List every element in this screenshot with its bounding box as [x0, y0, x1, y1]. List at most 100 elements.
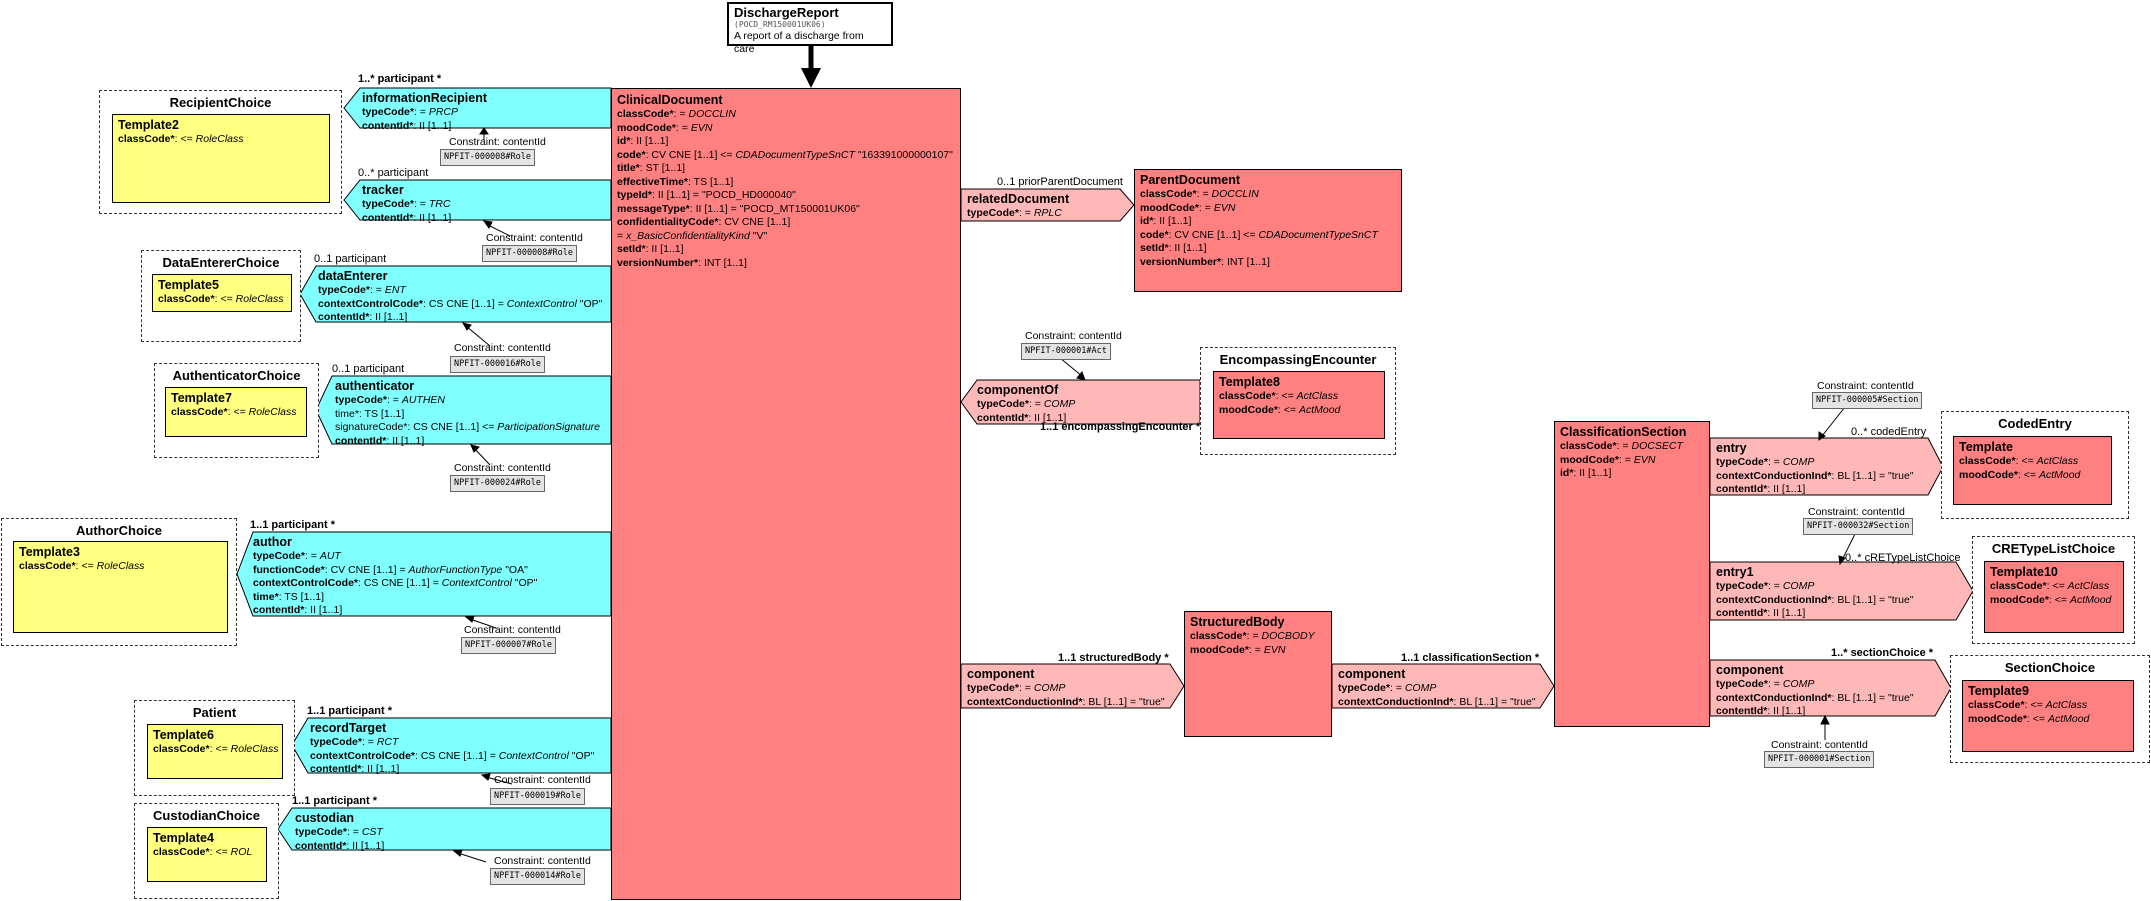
participation-recordTarget-title: recordTarget: [310, 721, 387, 735]
attribute-name: contentId*: [1716, 705, 1768, 717]
constraint-tag-dataEnterer: NPFIT-000016#Role: [450, 356, 545, 373]
attribute-row: classCode*: <= RoleClass: [19, 560, 222, 574]
attribute-row: title*: ST [1..1]: [617, 162, 955, 176]
template5-class: Template5 classCode*: <= RoleClass: [152, 274, 292, 312]
attribute-name: contextControlCode*: [318, 297, 423, 310]
attribute-name: classCode*: [1190, 630, 1247, 642]
attribute-name: typeCode*: [362, 106, 414, 118]
attribute-vocabulary: CDADocumentTypeSnCT: [735, 148, 855, 161]
mult-author: 1..1 participant *: [250, 519, 335, 531]
attribute-name: classCode*: [1959, 455, 2016, 467]
template2-attributes: classCode*: <= RoleClass: [118, 133, 324, 147]
constraint-tag-informationRecipient: NPFIT-000008#Role: [440, 149, 535, 166]
attribute-value: : II [1..1]: [1767, 607, 1806, 619]
attribute-value: : CV CNE [1..1] <=: [1168, 228, 1259, 241]
choice-recipient: RecipientChoice Template2 classCode*: <=…: [99, 90, 342, 214]
entry-point-description: A report of a discharge from care: [734, 30, 864, 55]
attribute-name: contentId*: [977, 411, 1029, 424]
attribute-value: : CV CNE [1..1]: [718, 216, 791, 228]
attribute-vocabulary: CST: [361, 826, 383, 838]
template5-attributes: classCode*: <= RoleClass: [158, 293, 286, 307]
attribute-row: contextControlCode*: CS CNE [1..1] = Con…: [253, 577, 537, 591]
attribute-name: moodCode*: [1959, 468, 2018, 481]
attribute-value: : BL [1..1] = "true": [1831, 593, 1914, 606]
mult-componentOf: 1..1 encompassingEncounter *: [1040, 421, 1201, 433]
attribute-name: confidentialityCode*: [617, 216, 719, 228]
template3-attributes: classCode*: <= RoleClass: [19, 560, 222, 574]
attribute-name: contentId*: [253, 604, 305, 616]
attribute-value: : =: [1018, 682, 1034, 694]
participation-authenticator-title: authenticator: [335, 379, 415, 393]
attribute-name: typeCode*: [362, 198, 414, 210]
attribute-row: moodCode*: = EVN: [1190, 644, 1326, 658]
attribute-name: contentId*: [295, 839, 347, 852]
attribute-row: classCode*: <= ActClass: [1990, 580, 2118, 594]
attribute-fixed-value: "OP": [568, 749, 595, 762]
attribute-name: moodCode*: [1560, 453, 1619, 466]
attribute-row: typeCode*: = RCT: [310, 736, 594, 750]
constraint-label-componentOf: Constraint: contentId: [1025, 330, 1122, 342]
attribute-name: classCode*: [118, 133, 175, 145]
mult-component-section: 1..1 classificationSection *: [1401, 652, 1540, 664]
template3-class: Template3 classCode*: <= RoleClass: [13, 541, 228, 633]
attribute-vocabulary: COMP: [1782, 580, 1815, 592]
attribute-vocabulary: EVN: [1263, 643, 1286, 656]
attribute-vocabulary: ENT: [384, 284, 406, 296]
template6-class: Template6 classCode*: <= RoleClass: [147, 724, 283, 779]
attribute-row: typeCode*: = COMP: [1716, 678, 1914, 692]
mult-relatedDocument: 0..1 priorParentDocument: [997, 176, 1123, 188]
choice-encompassingEncounter-title: EncompassingEncounter: [1219, 352, 1377, 367]
attribute-vocabulary: RoleClass: [248, 406, 297, 418]
attribute-name: classCode*: [19, 560, 76, 572]
attribute-row: = x_BasicConfidentialityKind "V": [617, 230, 955, 244]
constraint-label-informationRecipient: Constraint: contentId: [449, 136, 546, 148]
constraint-label-authenticator: Constraint: contentId: [454, 462, 551, 474]
template9-title: Template9: [1968, 684, 2029, 698]
attribute-vocabulary: ParticipationSignature: [497, 421, 600, 433]
attribute-row: contentId*: II [1..1]: [1716, 483, 1914, 497]
attribute-value: : TS [1..1]: [278, 590, 325, 603]
actrelationship-component-section-title: component: [1338, 667, 1406, 681]
attribute-value: : II [1..1]: [346, 839, 385, 852]
attribute-value: : <=: [209, 846, 231, 858]
parent-document-title: ParentDocument: [1140, 173, 1241, 187]
attribute-name: versionNumber*: [617, 256, 699, 269]
attribute-value: : =: [361, 736, 377, 748]
attribute-row: contextControlCode*: CS CNE [1..1] = Con…: [318, 298, 602, 312]
attribute-name: setId*: [617, 243, 646, 255]
attribute-row: id*: II [1..1]: [617, 135, 955, 149]
actrelationship-relatedDocument-attributes: typeCode*: = RPLC: [967, 207, 1069, 221]
choice-custodian-title: CustodianChoice: [153, 808, 260, 823]
attribute-row: code*: CV CNE [1..1] <= CDADocumentTypeS…: [1140, 229, 1396, 243]
classification-section-class: ClassificationSection classCode*: = DOCS…: [1554, 421, 1710, 727]
attribute-row: classCode*: <= ActClass: [1219, 390, 1379, 404]
attribute-value: : <=: [1277, 403, 1299, 416]
attribute-name: moodCode*: [1190, 643, 1249, 656]
mult-tracker: 0..* participant: [358, 167, 429, 179]
attribute-vocabulary: EVN: [1213, 201, 1236, 214]
attribute-value: : =: [1018, 207, 1034, 219]
attribute-row: typeCode*: = AUTHEN: [335, 394, 600, 408]
attribute-name: effectiveTime*: [617, 175, 689, 188]
template2-class: Template2 classCode*: <= RoleClass: [112, 114, 330, 203]
attribute-value: : =: [1198, 201, 1214, 214]
choice-dataEnterer-title: DataEntererChoice: [162, 255, 280, 270]
attribute-value: : <=: [1275, 390, 1297, 402]
attribute-row: typeCode*: = ENT: [318, 284, 602, 298]
choice-section: SectionChoice Template9 classCode*: <= A…: [1950, 655, 2150, 763]
attribute-value: : II [1..1] = "POCD_HD000040": [652, 189, 796, 201]
attribute-value: : <=: [227, 406, 249, 418]
attribute-name: id*: [1560, 467, 1574, 479]
attribute-name: contentId*: [318, 311, 370, 323]
